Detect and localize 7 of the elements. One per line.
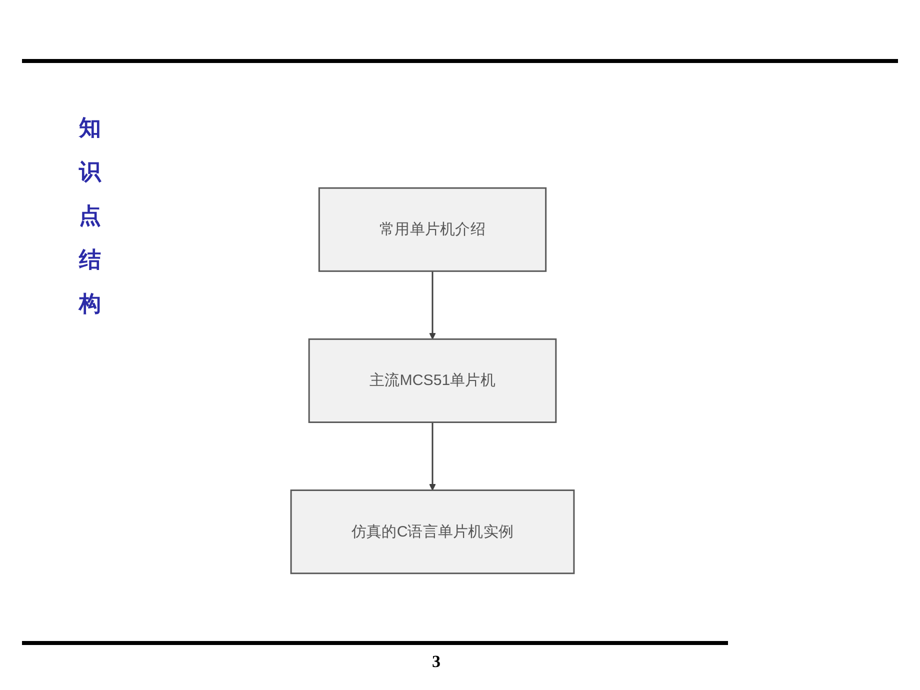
process-box: 主流MCS51单片机: [308, 338, 557, 423]
process-box: 常用单片机介绍: [318, 187, 547, 272]
title: 知识点结构: [79, 114, 102, 319]
page-number: 3: [432, 652, 440, 672]
process-box: 仿真的C语言单片机实例: [290, 490, 575, 574]
arrow: [429, 422, 436, 491]
arrow: [429, 271, 436, 340]
